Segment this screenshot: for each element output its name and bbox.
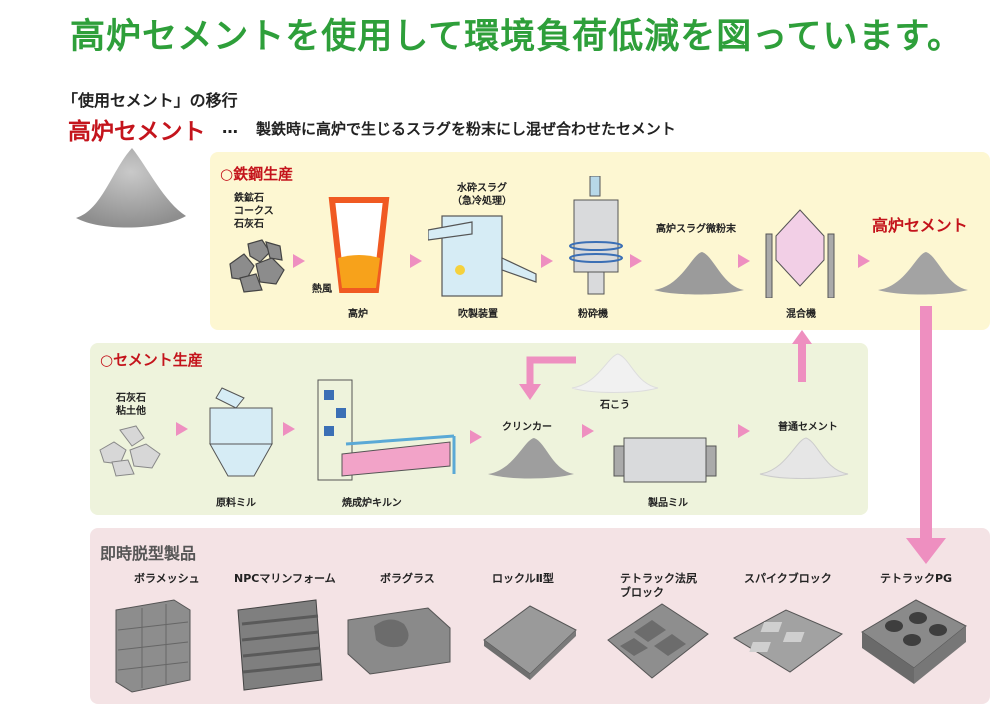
products-panel-title: 即時脱型製品 <box>100 544 197 563</box>
product-image-spike-block <box>732 609 844 673</box>
term-definition: 製鉄時に高炉で生じるスラグを粉末にし混ぜ合わせたセメント <box>256 120 676 138</box>
clinker-pile <box>488 438 574 479</box>
raw-mill-label: 原料ミル <box>216 498 256 509</box>
product-image-npc-marine-form <box>237 599 323 691</box>
product-image-boramesh <box>115 599 191 693</box>
granulated-slag-label: 水砕スラグ（急冷処理） <box>452 183 512 207</box>
product-image-tetrac-slope-block <box>607 603 709 679</box>
gypsum-label: 石こう <box>600 400 630 411</box>
kiln-image <box>317 379 456 481</box>
cement-panel-title: ○セメント生産 <box>100 351 203 369</box>
product-label-tetrac-pg: テトラックPG <box>880 572 953 585</box>
flow-arrow <box>541 254 553 268</box>
iron-ore-rocks-image <box>229 239 285 293</box>
granulator-image <box>428 215 537 297</box>
gypsum-pile <box>571 353 659 393</box>
cement-pile-image <box>76 148 186 228</box>
finish-mill-image <box>613 437 717 483</box>
flow-arrow <box>293 254 305 268</box>
limestone-rocks-image <box>99 425 161 477</box>
page-title: 高炉セメントを使用して環境負荷低減を図っています。 <box>70 17 964 57</box>
kiln-label: 焼成炉キルン <box>342 498 402 509</box>
raw-mill-image <box>209 387 273 477</box>
mixer-image <box>765 209 835 298</box>
term-blast-furnace-cement: 高炉セメント <box>68 119 206 145</box>
crusher-image <box>569 176 623 295</box>
granulator-label: 吹製装置 <box>458 309 498 320</box>
product-image-tetrac-pg <box>861 599 967 684</box>
crusher-label: 粉砕機 <box>578 309 608 320</box>
gypsum-flow-arrow <box>519 356 576 400</box>
flow-arrow <box>858 254 870 268</box>
ordinary-cement-label: 普通セメント <box>778 422 838 433</box>
blast-furnace-image <box>328 197 390 293</box>
slag-powder-label: 高炉スラグ微粉末 <box>656 224 736 235</box>
product-label-tetrac-slope-block: テトラック法尻ブロック <box>620 572 697 599</box>
flow-arrow <box>582 424 594 438</box>
subheading: 「使用セメント」の移行 <box>62 91 238 110</box>
hot-air-label: 熱風 <box>312 284 332 295</box>
product-label-spike-block: スパイクブロック <box>744 572 832 585</box>
flow-arrow-down <box>906 306 946 564</box>
flow-arrow <box>410 254 422 268</box>
finish-mill-label: 製品ミル <box>648 498 688 509</box>
flow-arrow <box>738 424 750 438</box>
mixer-label: 混合機 <box>786 309 816 320</box>
product-image-rockle-2 <box>483 605 577 680</box>
flow-arrow <box>630 254 642 268</box>
ellipsis: … <box>222 118 238 137</box>
product-label-rockle-2: ロックルⅡ型 <box>492 572 554 585</box>
product-label-boramesh: ボラメッシュ <box>134 572 200 585</box>
clinker-label: クリンカー <box>502 422 552 433</box>
cement-raw-materials-label: 石灰石粘土他 <box>116 393 146 417</box>
steel-panel-title: ○鉄鋼生産 <box>220 165 294 183</box>
ordinary-cement-pile <box>759 437 849 479</box>
blast-furnace-cement-pile <box>878 252 968 295</box>
blast-furnace-label: 高炉 <box>348 309 368 320</box>
flow-arrow <box>470 430 482 444</box>
flow-arrow <box>283 422 295 436</box>
slag-powder-pile <box>654 252 744 295</box>
flow-arrow <box>738 254 750 268</box>
blast-furnace-cement-label: 高炉セメント <box>872 216 968 235</box>
product-label-npc-marine-form: NPCマリンフォーム <box>234 572 336 585</box>
flow-arrow <box>176 422 188 436</box>
flow-arrow-up <box>792 330 812 382</box>
steel-raw-materials-label: 鉄鉱石コークス石灰石 <box>234 193 274 230</box>
product-label-boraglass: ボラグラス <box>380 572 435 585</box>
product-image-boraglass <box>347 607 451 675</box>
